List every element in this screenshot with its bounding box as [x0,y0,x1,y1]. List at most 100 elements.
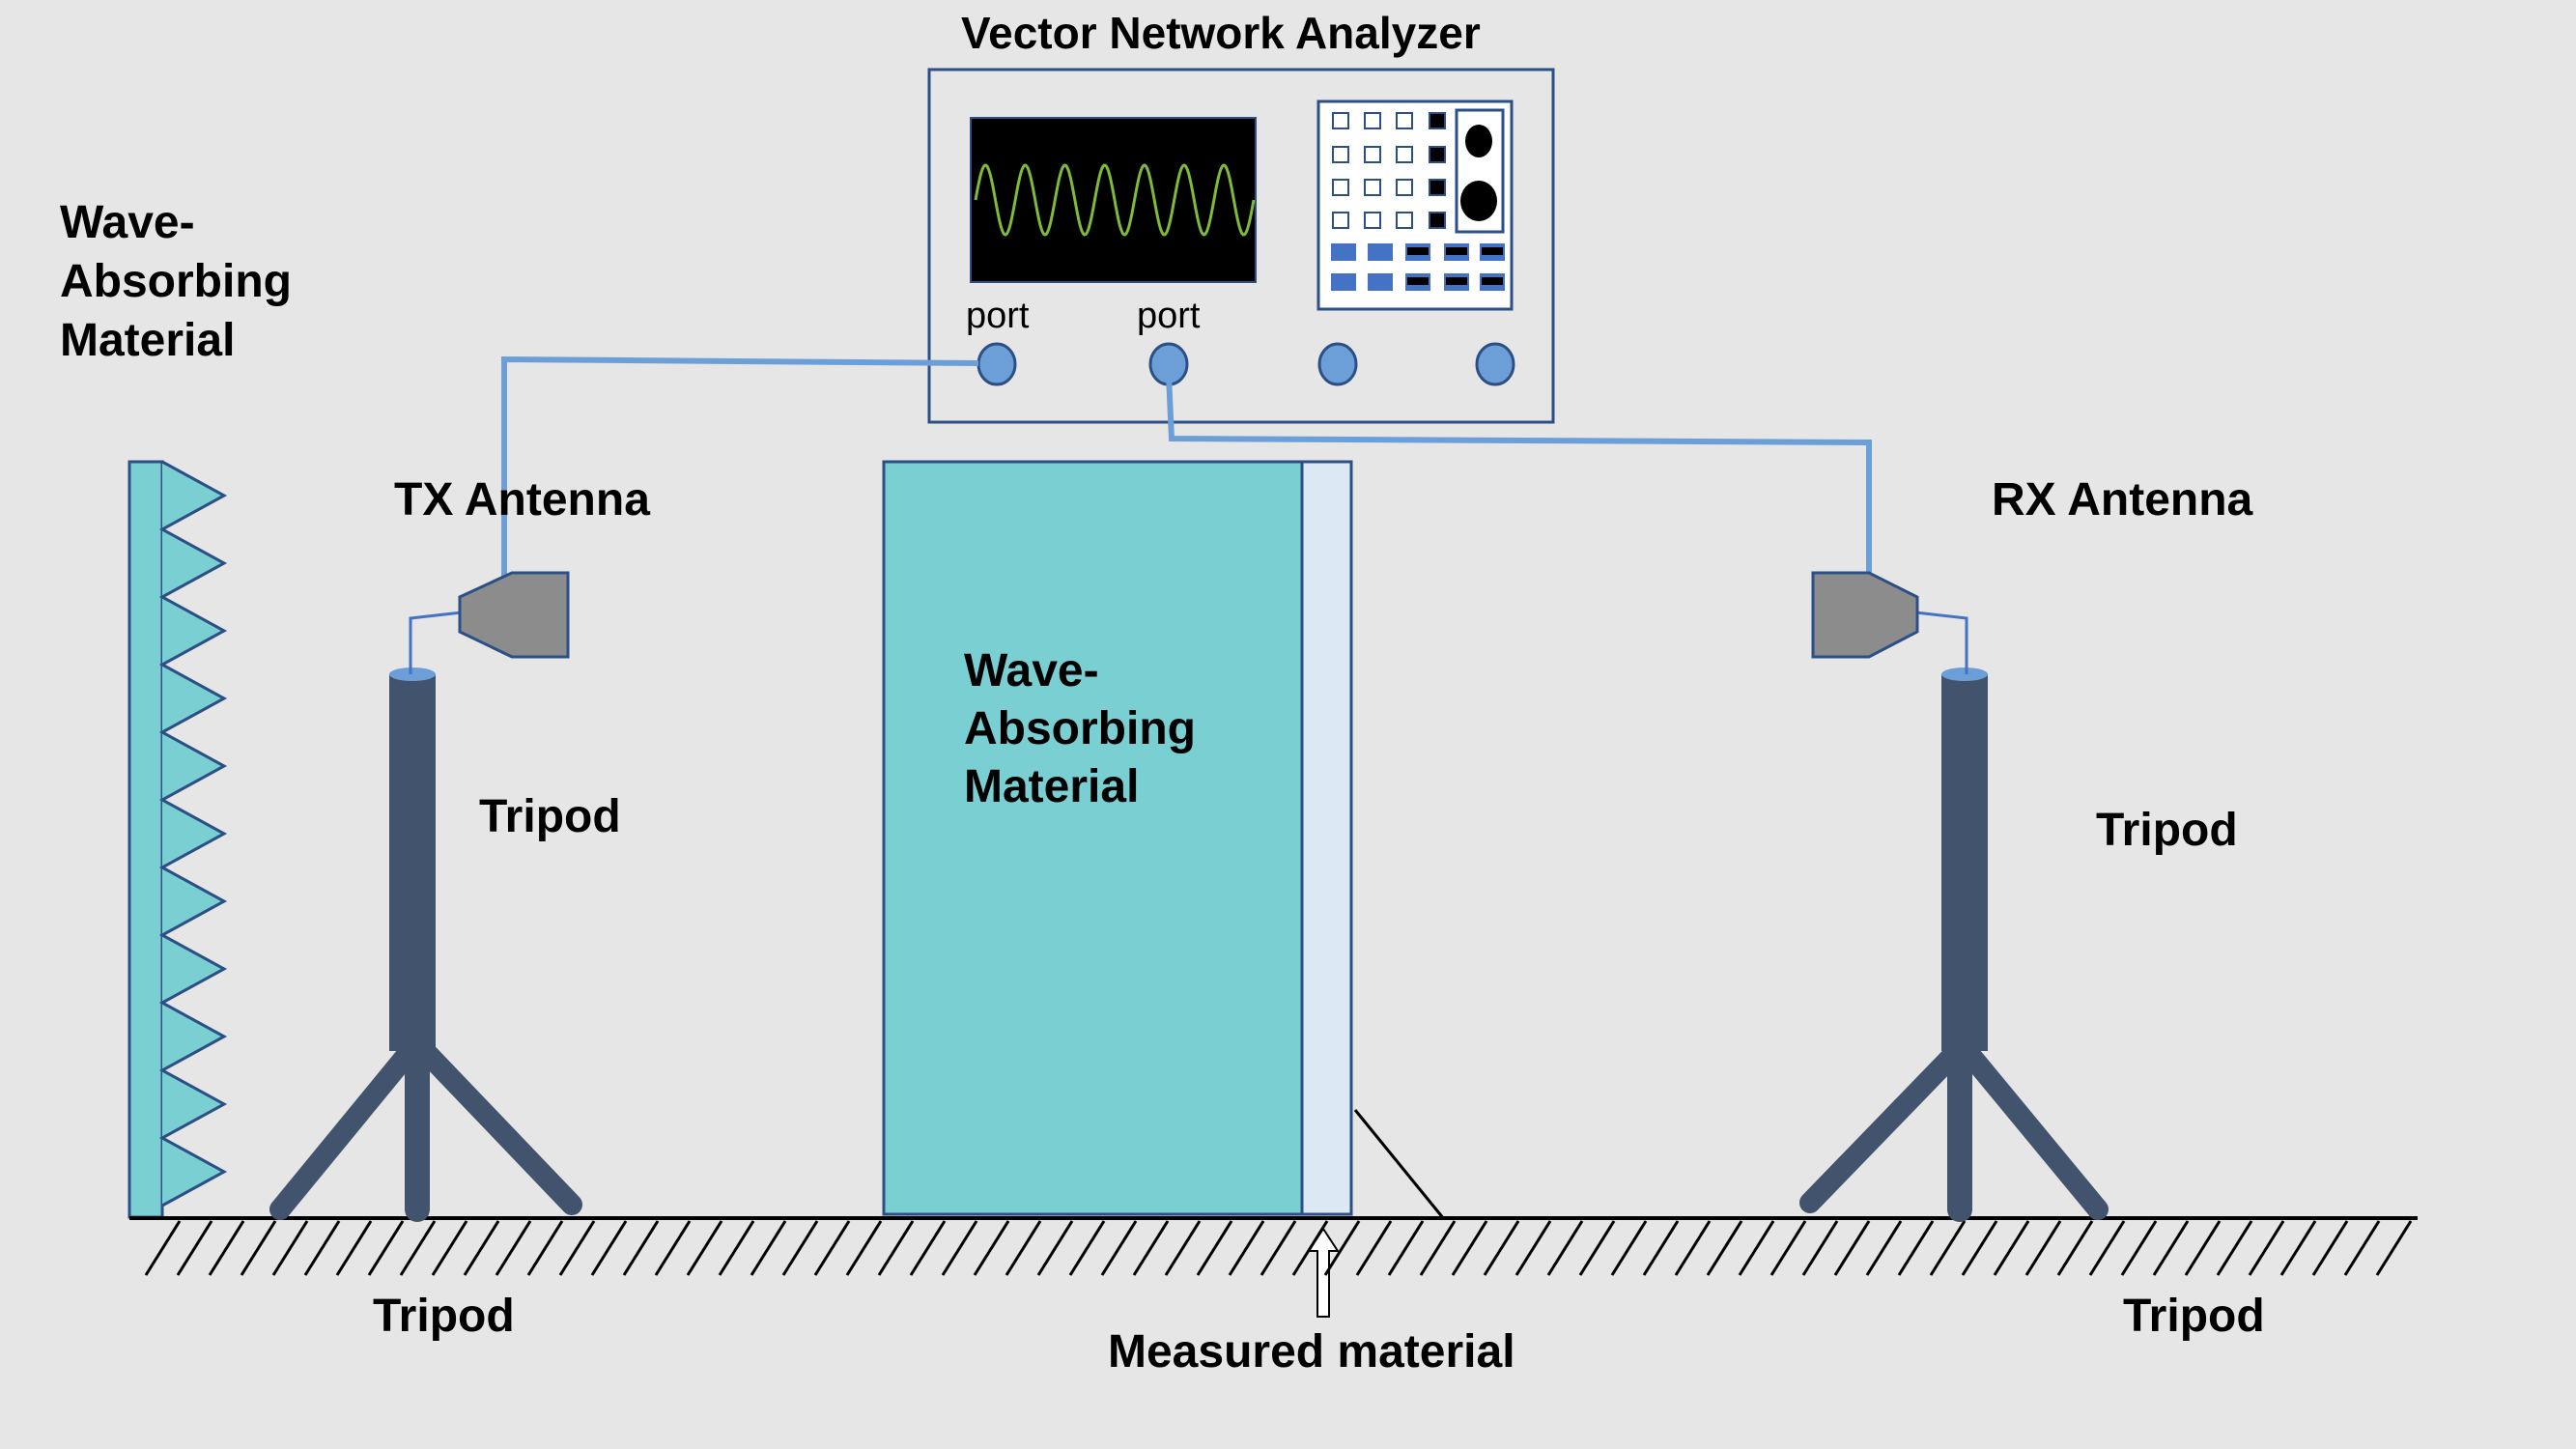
ground-hatch [1387,1220,1425,1276]
rx-tripod-leg-left [1799,1037,1970,1213]
tx-tripod-label: Tripod [479,791,621,842]
ground-hatch [1865,1220,1903,1276]
keypad-key [1332,146,1349,163]
rx-antenna-mount [1914,611,1968,674]
hatched-ground-icon [129,1216,2418,1276]
ground-hatch [208,1220,245,1276]
ground-hatch [1993,1220,2030,1276]
vna-small-knob [1465,125,1492,157]
keypad-key-blue [1368,243,1393,261]
ground-hatch [271,1220,309,1276]
keypad-key-dark [1429,146,1446,163]
ground-hatch [877,1220,915,1276]
ground-hatch [2311,1220,2349,1276]
keypad-key [1332,179,1349,196]
ground-hatch [1068,1220,1106,1276]
ground-hatch [1738,1220,1775,1276]
left-absorber-wall [127,460,228,1219]
keypad-key-slot [1446,277,1467,285]
ground-hatch [399,1220,437,1276]
ground-hatch [558,1220,596,1276]
tx-tripod-cap [389,668,436,681]
ground-hatch [1132,1220,1170,1276]
ground-hatch [813,1220,851,1276]
keypad-key-slot [1407,247,1429,255]
rx-tripod-mast [1941,674,1988,1051]
ground-hatch [1005,1220,1042,1276]
ground-hatch [1929,1220,1967,1276]
tx-tripod-leg-left [269,1037,423,1220]
keypad-key [1364,112,1381,129]
port-1-label: port [966,296,1030,336]
ground-hatch [2120,1220,2158,1276]
vna-ports [977,342,1515,386]
ground-hatch [144,1220,182,1276]
ground-hatch [845,1220,883,1276]
ground-hatch [1260,1220,1297,1276]
ground-hatch [622,1220,660,1276]
left-absorber-backing [127,460,164,1219]
ground-hatch [973,1220,1010,1276]
port-3-connector [1317,342,1358,386]
ground-hatch [1642,1220,1680,1276]
keypad-key [1396,146,1413,163]
ground-hatch [176,1220,213,1276]
ground-hatch [1451,1220,1488,1276]
ground-hatch [2024,1220,2062,1276]
ground-hatch [2343,1220,2381,1276]
rx-tripod-cap [1941,668,1988,681]
ground-hatch [2152,1220,2190,1276]
tx-antenna-label: TX Antenna [394,474,650,526]
rx-tripod-leg-right [1954,1037,2109,1220]
left-absorber-pyramids [158,460,228,1208]
ground-hatch [1706,1220,1743,1276]
ground-hatch [2216,1220,2253,1276]
measured-material-label: Measured material [1108,1326,1515,1378]
rx-tripod-ground-label: Tripod [2123,1291,2265,1342]
ground-hatch [941,1220,978,1276]
center-absorber-label: Wave- Absorbing Material [964,645,1196,812]
measured-material-leader [1353,1109,1446,1220]
ground-hatch [686,1220,723,1276]
ground-hatch [2279,1220,2317,1276]
ground-hatch [1196,1220,1233,1276]
ground-hatch [1323,1220,1361,1276]
ground-hatch [1961,1220,1998,1276]
vna-keypad [1316,99,1514,311]
tx-cable [501,355,979,580]
keypad-key-slot [1482,277,1503,285]
ground-hatch [1897,1220,1935,1276]
ground-hatch [1419,1220,1457,1276]
ground-hatch [2088,1220,2126,1276]
keypad-key-dark [1429,212,1446,229]
vna-waveform [974,163,1256,237]
ground-hatch [367,1220,405,1276]
keypad-key-blue [1331,243,1356,261]
keypad-key [1396,179,1413,196]
horn-antenna-icon [458,571,570,659]
ground-hatch [750,1220,787,1276]
ground-hatch [1801,1220,1839,1276]
ground-hatch [2375,1220,2413,1276]
ground-hatch [303,1220,341,1276]
ground-hatch [1291,1220,1329,1276]
tx-tripod-ground-label: Tripod [373,1291,515,1342]
ground-hatch [1769,1220,1807,1276]
ground-hatch [1036,1220,1074,1276]
ground-hatch [1578,1220,1616,1276]
ground-hatch [335,1220,373,1276]
ground-hatch [463,1220,500,1276]
keypad-key [1364,146,1381,163]
keypad-key-dark [1429,112,1446,129]
ground-hatch [1100,1220,1138,1276]
left-absorber-label: Wave- Absorbing Material [60,197,292,366]
ground-hatch [590,1220,628,1276]
keypad-key-slot [1407,277,1429,285]
rx-cable [1166,374,1872,578]
tx-tripod-mast [389,674,436,1051]
tripod-icon [269,668,582,1222]
measured-material-panel [1300,460,1353,1216]
vna-title: Vector Network Analyzer [961,8,1481,58]
